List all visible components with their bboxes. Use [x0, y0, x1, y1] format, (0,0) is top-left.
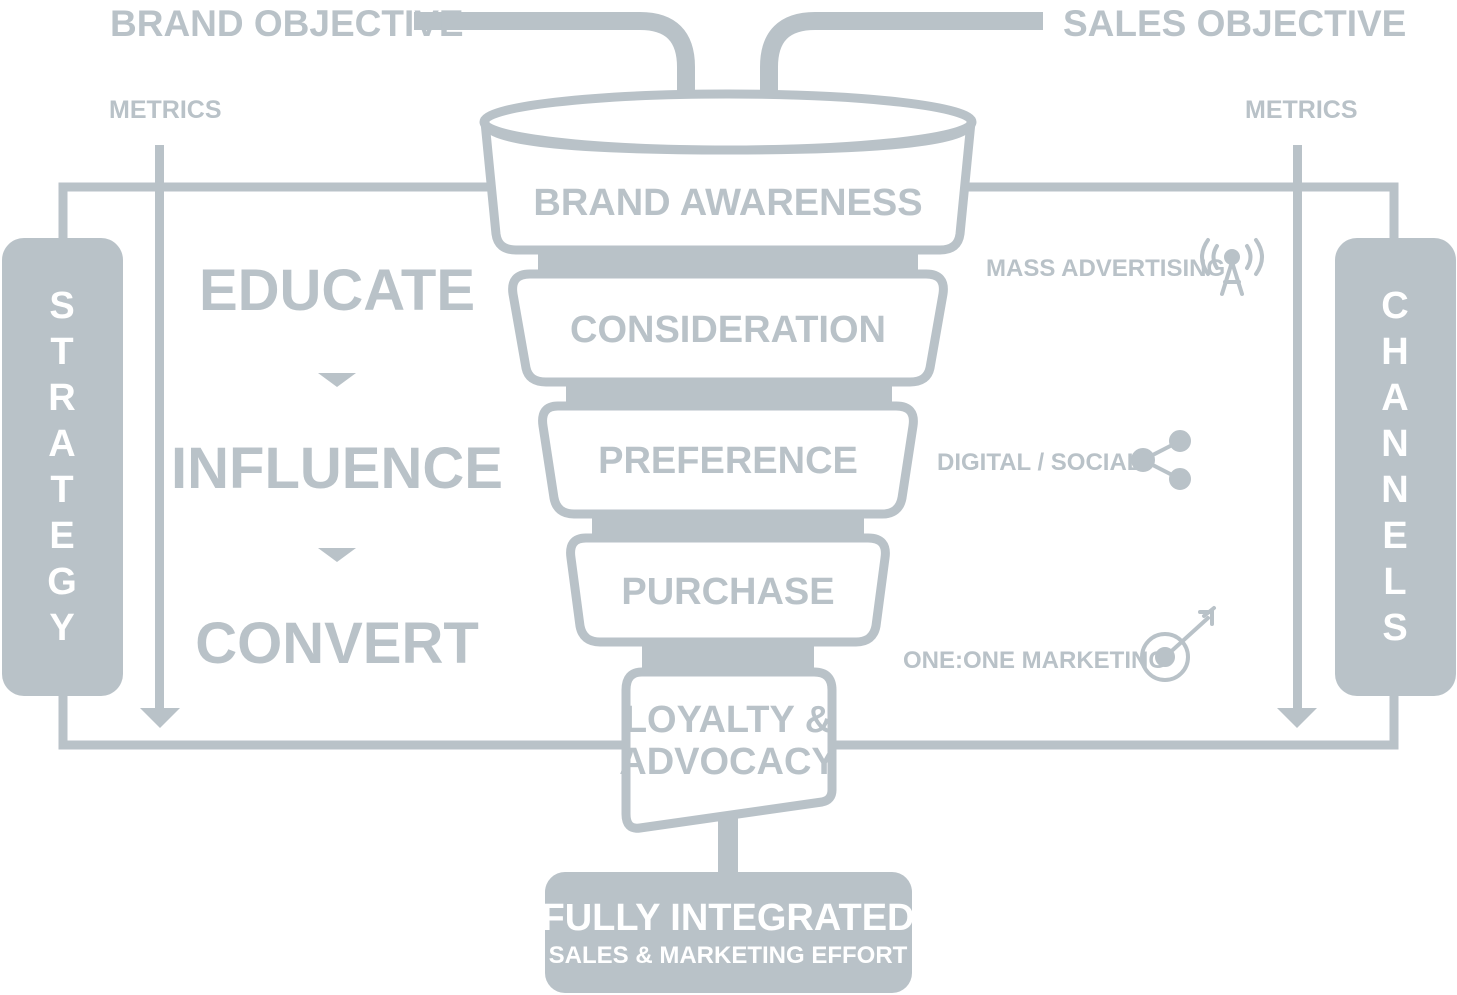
strategy-letter: T: [50, 469, 73, 511]
conversion-steps: EDUCATE INFLUENCE CONVERT: [171, 258, 503, 676]
stage-brand-awareness: [480, 117, 976, 255]
metrics-right-arrow-head: [1277, 708, 1317, 728]
brand-objective-label: BRAND OBJECTIVE: [110, 3, 464, 44]
channel-digital-social: DIGITAL / SOCIAL: [937, 449, 1141, 476]
metrics-arrows: [140, 145, 1317, 728]
strategy-letter: E: [49, 515, 74, 557]
funnel-connectors: [538, 252, 918, 876]
target-icon: [1140, 606, 1216, 682]
stage-label: ADVOCACY: [619, 741, 836, 783]
stage-label: BRAND AWARENESS: [533, 182, 922, 224]
step-influence: INFLUENCE: [171, 436, 503, 501]
channels-bar: [1335, 238, 1456, 696]
channels-letter: N: [1381, 469, 1408, 511]
funnel-stages: [479, 89, 977, 833]
channels-letter: S: [1382, 607, 1407, 649]
metrics-left-arrow-shaft: [155, 145, 164, 710]
channels-letter: E: [1382, 515, 1407, 557]
step-educate: EDUCATE: [199, 258, 475, 323]
share-icon: [1131, 430, 1191, 490]
strategy-letter: G: [47, 561, 77, 603]
stage-label: LOYALTY &: [624, 699, 832, 741]
stage-label: PURCHASE: [621, 571, 834, 613]
sales-objective-pipe: [760, 12, 1043, 105]
stage-preference: [538, 401, 918, 519]
broadcast-tower-icon: [1200, 238, 1264, 296]
metrics-left-arrow-head: [140, 708, 180, 728]
funnel-labels: BRAND AWARENESS CONSIDERATION PREFERENCE…: [533, 182, 922, 783]
strategy-letter: A: [48, 423, 75, 465]
strategy-letter: Y: [49, 607, 74, 649]
channels-letter: H: [1381, 331, 1408, 373]
metrics-right-arrow-shaft: [1293, 145, 1302, 710]
stage-loyalty-advocacy: [621, 667, 837, 833]
channels-letters: C H A N N E L S: [1381, 285, 1408, 649]
metrics-left-label: METRICS: [109, 96, 222, 124]
integrated-effort-title: FULLY INTEGRATED: [542, 897, 915, 939]
channels-letter: A: [1381, 377, 1408, 419]
brand-objective-pipe: [414, 12, 695, 105]
stage-label: CONSIDERATION: [570, 309, 886, 351]
channels-letter: C: [1381, 285, 1408, 327]
integrated-effort-subtitle: SALES & MARKETING EFFORT: [549, 942, 908, 969]
integrated-effort-box: [545, 872, 912, 993]
strategy-letter: R: [48, 377, 75, 419]
objective-pipes: [414, 12, 1043, 105]
stage-label: PREFERENCE: [598, 440, 858, 482]
strategy-bar: [2, 238, 123, 696]
sales-objective-label: SALES OBJECTIVE: [1063, 3, 1406, 44]
strategy-letter: S: [49, 285, 74, 327]
channels-letter: L: [1383, 561, 1406, 603]
channel-mass-advertising: MASS ADVERTISING: [986, 255, 1225, 282]
strategy-letter: T: [50, 331, 73, 373]
step-arrow-down: [318, 373, 356, 387]
channel-one-to-one-marketing: ONE:ONE MARKETING: [903, 647, 1167, 674]
stage-consideration: [508, 269, 948, 387]
step-convert: CONVERT: [195, 611, 479, 676]
step-arrow-down: [318, 548, 356, 562]
stage-purchase: [566, 533, 890, 647]
metrics-right-label: METRICS: [1245, 96, 1358, 124]
strategy-letters: S T R A T E G Y: [47, 285, 77, 649]
channels-letter: N: [1381, 423, 1408, 465]
